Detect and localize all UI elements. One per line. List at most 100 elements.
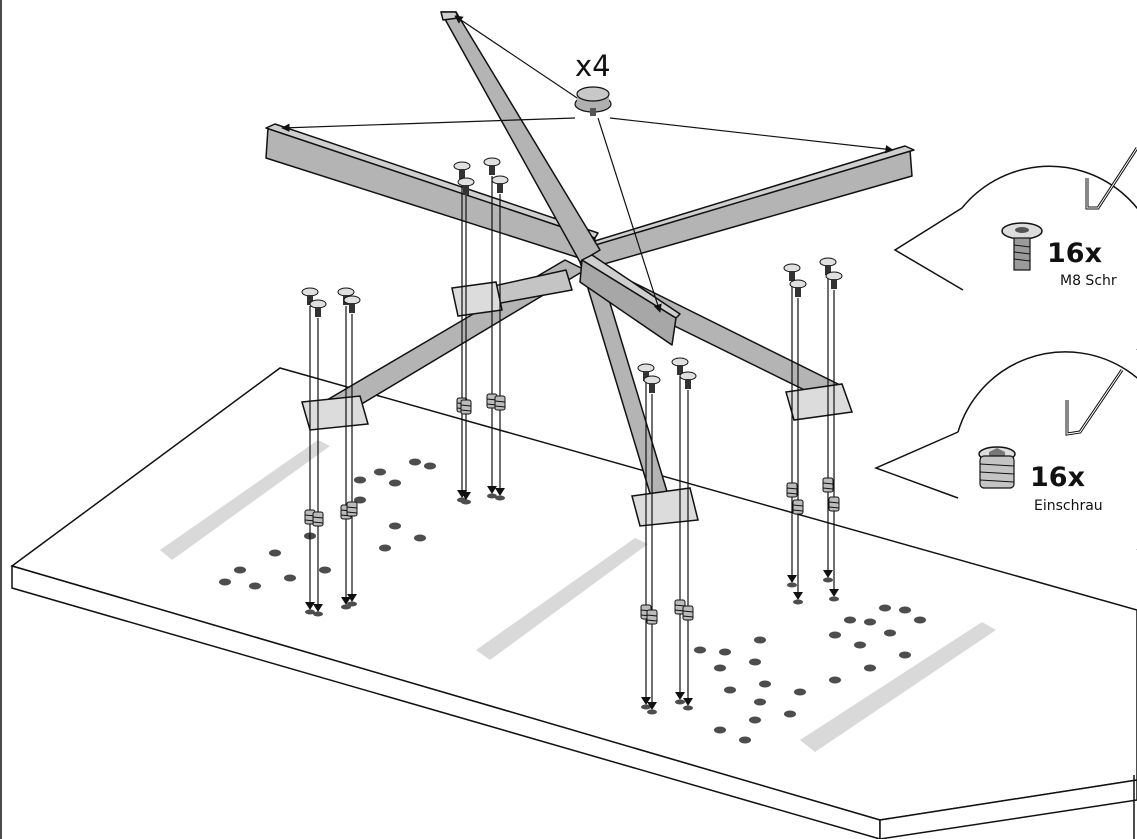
arrow-head xyxy=(823,570,833,578)
arrow-head xyxy=(305,602,315,610)
tabletop-hole xyxy=(823,577,833,583)
hex-key-icon xyxy=(1065,369,1124,436)
bolt-icon xyxy=(343,295,361,313)
tabletop-hole xyxy=(379,544,391,552)
bolt-icon xyxy=(491,175,509,193)
tabletop-hole xyxy=(879,604,891,612)
tabletop-hole xyxy=(844,616,856,624)
bolt-icon xyxy=(643,375,661,393)
tabletop xyxy=(10,367,1137,839)
tabletop-hole xyxy=(899,606,911,614)
arrow-head xyxy=(341,597,351,605)
tabletop-hole xyxy=(389,522,401,530)
tabletop-hole xyxy=(793,599,803,605)
arrow-head xyxy=(675,692,685,700)
bolt-icon xyxy=(453,161,471,179)
bolt-icon xyxy=(457,177,475,195)
tabletop-hole xyxy=(269,549,281,557)
insert-icon xyxy=(346,501,358,517)
tabletop-hole xyxy=(219,578,231,586)
tabletop-hole xyxy=(694,646,706,654)
tabletop-hole xyxy=(641,704,651,710)
tabletop-hole xyxy=(739,736,751,744)
star-frame xyxy=(265,11,915,511)
tabletop-hole xyxy=(647,709,657,715)
insert-icon xyxy=(682,605,694,621)
tabletop-hole xyxy=(829,596,839,602)
bolt-icon xyxy=(309,299,327,317)
tabletop-hole xyxy=(884,629,896,637)
arrow-head xyxy=(487,486,497,494)
tabletop-hole xyxy=(829,631,841,639)
bolt-icon xyxy=(637,363,655,381)
tabletop-hole xyxy=(749,716,761,724)
tabletop-hole xyxy=(864,618,876,626)
m8-bolt-icon xyxy=(1001,222,1043,271)
tabletop-hole xyxy=(784,710,796,718)
insert-icon xyxy=(828,496,840,512)
tabletop-hole xyxy=(234,566,246,574)
insert-icon xyxy=(792,499,804,515)
arrow-head xyxy=(313,604,323,612)
tabletop-hole xyxy=(714,664,726,672)
tabletop-hole xyxy=(754,698,766,706)
threaded-insert-icon xyxy=(978,446,1016,489)
tabletop-hole xyxy=(305,609,315,615)
bolt-icon xyxy=(301,287,319,305)
tabletop-hole xyxy=(854,641,866,649)
insert-icon xyxy=(786,482,798,498)
bolt-icon xyxy=(825,271,843,289)
bolt-icon xyxy=(483,157,501,175)
tabletop-hole xyxy=(754,636,766,644)
bolt-icon xyxy=(819,257,837,275)
tabletop-hole xyxy=(864,664,876,672)
tabletop-hole xyxy=(389,479,401,487)
insert-icon xyxy=(460,399,472,415)
insert-icon xyxy=(646,609,658,625)
tabletop-hole xyxy=(354,476,366,484)
tabletop-hole xyxy=(495,495,505,501)
fastener-guides xyxy=(301,157,843,715)
insert-quantity: 16x xyxy=(1030,462,1085,493)
arrow-head xyxy=(683,698,693,706)
arrow-head xyxy=(787,575,797,583)
tabletop-hole xyxy=(719,648,731,656)
tabletop-hole xyxy=(319,566,331,574)
arrow-head xyxy=(347,594,357,602)
glide-foot-icon xyxy=(574,86,612,116)
tabletop-hole xyxy=(347,601,357,607)
tabletop-hole xyxy=(414,534,426,542)
tabletop-holes xyxy=(219,458,926,744)
arrow-head xyxy=(461,492,471,500)
tabletop-hole xyxy=(683,705,693,711)
insert-icon xyxy=(494,395,506,411)
callout-inserts: 16x Einschrau xyxy=(873,351,1137,550)
tabletop-hole xyxy=(409,458,421,466)
tabletop-hole xyxy=(787,582,797,588)
glide-annotation: x4 xyxy=(281,15,894,313)
bolt-icon xyxy=(671,357,689,375)
tabletop-hole xyxy=(461,499,471,505)
arrow-head xyxy=(647,702,657,710)
insert-icon xyxy=(822,477,834,493)
tabletop-hole xyxy=(759,680,771,688)
bolt-name: M8 Schr xyxy=(1060,273,1117,289)
tabletop-hole xyxy=(794,688,806,696)
callout-bolts: 16x M8 Schr xyxy=(893,147,1137,350)
glide-count-label: x4 xyxy=(575,49,611,83)
tabletop-hole xyxy=(724,686,736,694)
bolt-quantity: 16x xyxy=(1047,238,1102,269)
tabletop-hole xyxy=(284,574,296,582)
bolt-icon xyxy=(679,371,697,389)
insert-name: Einschrau xyxy=(1034,498,1103,514)
arrow-head xyxy=(829,589,839,597)
tabletop-hole xyxy=(675,699,685,705)
bolt-icon xyxy=(783,263,801,281)
tabletop-stripes xyxy=(160,440,996,752)
tabletop-hole xyxy=(714,726,726,734)
arrow-head xyxy=(495,488,505,496)
tabletop-hole xyxy=(374,468,386,476)
tabletop-hole xyxy=(829,676,841,684)
arrow-head xyxy=(641,697,651,705)
